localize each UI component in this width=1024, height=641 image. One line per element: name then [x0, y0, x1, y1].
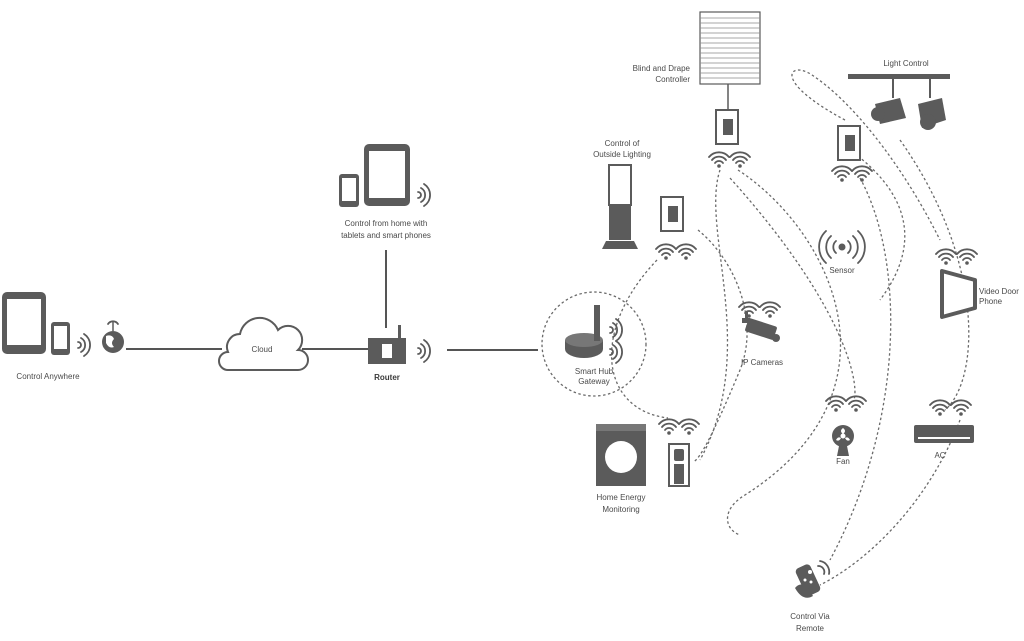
door-phone-icon: [940, 269, 977, 319]
wireless-icon: [417, 183, 431, 207]
ac-icon: [914, 425, 974, 443]
phone-icon: [339, 174, 359, 207]
smart-hub-label-2: Gateway: [578, 377, 610, 386]
control-home-label-2: tablets and smart phones: [341, 231, 431, 240]
control-anywhere-label: Control Anywhere: [16, 372, 80, 381]
wall-switch-icon: [660, 196, 684, 232]
blind-label-2: Controller: [655, 75, 690, 84]
control-home-group: Control from home with tablets and smart…: [339, 144, 431, 240]
remote-icon: [795, 560, 831, 598]
fan-icon: [832, 425, 854, 456]
router-icon: [368, 325, 431, 364]
fan-label: Fan: [836, 457, 850, 466]
energy-label-2: Monitoring: [602, 505, 639, 514]
wifi-icon: [675, 243, 697, 261]
hub-ring: [541, 291, 647, 397]
lamp-post-icon: [602, 164, 638, 249]
wireless-icon: [77, 333, 91, 357]
wifi-icon: [956, 248, 978, 266]
solid-connections: [126, 250, 538, 351]
wifi-icon: [759, 301, 781, 319]
tablet-icon: [364, 144, 410, 206]
wifi-icon: [851, 165, 873, 183]
washer-icon: [596, 424, 646, 486]
remote-label-2: Remote: [796, 624, 825, 633]
tablet-icon: [2, 292, 46, 354]
wifi-icon: [738, 301, 760, 319]
wifi-icon: [929, 399, 951, 417]
spotlight-icon: [848, 74, 950, 130]
wifi-icon: [845, 395, 867, 413]
wifi-icon: [658, 418, 680, 436]
camera-icon: [742, 312, 780, 342]
control-anywhere-group: Control Anywhere: [2, 292, 124, 381]
blind-label-1: Blind and Drape: [633, 64, 691, 73]
phone-icon: [51, 322, 70, 355]
video-door-label-2: Phone: [979, 297, 1003, 306]
wifi-icon: [831, 165, 853, 183]
wall-switch-icon: [837, 125, 861, 161]
blind-icon: [699, 11, 761, 110]
wifi-icon: [708, 151, 730, 169]
wifi-icon: [678, 418, 700, 436]
control-home-label-1: Control from home with: [345, 219, 428, 228]
wifi-icon: [729, 151, 751, 169]
smart-plug-icon: [668, 443, 690, 487]
remote-label-1: Control Via: [790, 612, 830, 621]
wifi-icon: [950, 399, 972, 417]
energy-label-1: Home Energy: [597, 493, 646, 502]
outside-lighting-label-1: Control of: [605, 139, 640, 148]
smart-hub-label-1: Smart Hub: [575, 367, 614, 376]
globe-icon: [102, 320, 124, 353]
router-label: Router: [374, 373, 400, 382]
sensor-label: Sensor: [829, 266, 855, 275]
ac-label: AC: [934, 451, 945, 460]
wall-switch-icon: [715, 109, 739, 145]
cloud-icon: Cloud: [218, 316, 309, 371]
ip-cameras-label: IP Cameras: [741, 358, 783, 367]
sensor-icon: [818, 230, 866, 264]
wifi-icon: [655, 243, 677, 261]
wifi-icon: [825, 395, 847, 413]
video-door-label-1: Video Door: [979, 287, 1019, 296]
cloud-label: Cloud: [252, 345, 273, 354]
light-control-label: Light Control: [883, 59, 929, 68]
outside-lighting-label-2: Outside Lighting: [593, 150, 651, 159]
wifi-icon: [935, 248, 957, 266]
hub-icon: [565, 305, 623, 364]
